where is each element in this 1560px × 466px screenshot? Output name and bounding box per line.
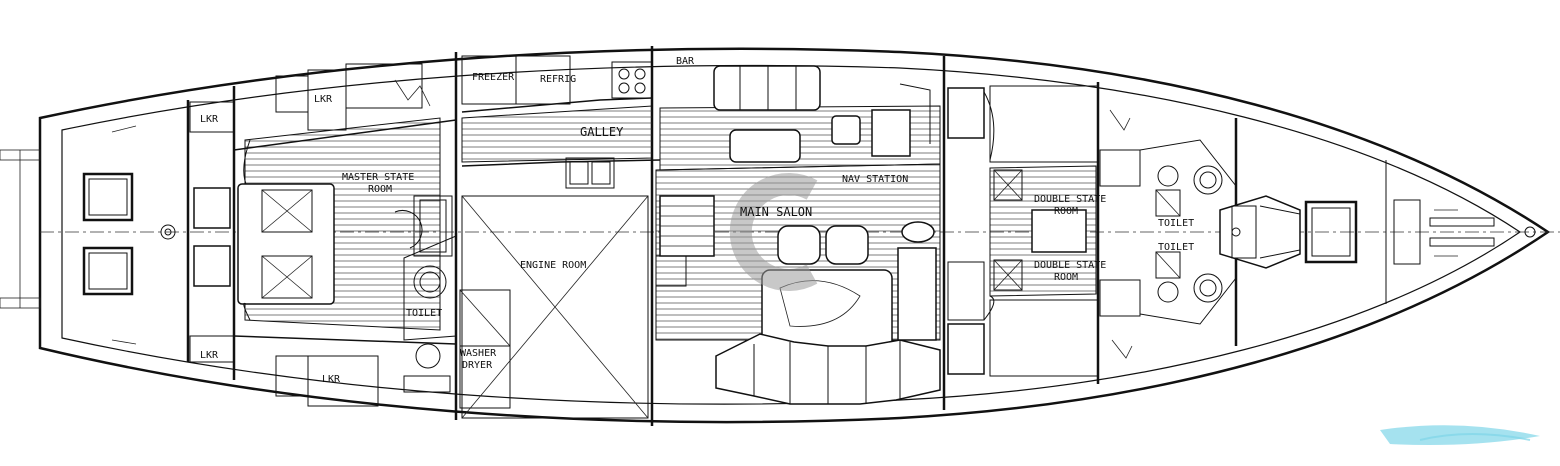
stern-hatches [82, 172, 176, 296]
label-double-state-1: DOUBLE STATE [1034, 194, 1106, 205]
aft-lockers [189, 63, 457, 407]
double-state-rooms [947, 85, 1141, 377]
label-lkr-3: LKR [200, 350, 219, 361]
master-state-room [193, 117, 441, 331]
label-nav-station: NAV STATION [842, 174, 908, 185]
label-double-room-1: ROOM [1054, 206, 1078, 217]
label-galley: GALLEY [580, 125, 624, 139]
brand-logo [1380, 425, 1540, 445]
label-refrig: REFRIG [540, 74, 576, 85]
label-toilet-fwd-2: TOILET [1158, 242, 1194, 253]
stern-platform [0, 149, 41, 309]
deck-arrows [111, 125, 1458, 345]
label-freezer: FREEZER [472, 72, 515, 83]
label-dryer: DRYER [462, 360, 493, 371]
aft-toilet [403, 195, 457, 393]
label-lkr-1: LKR [200, 114, 219, 125]
label-lkr-4: LKR [322, 374, 341, 385]
label-engine-room: ENGINE ROOM [520, 260, 586, 271]
forepeak [1219, 195, 1536, 269]
label-toilet-aft: TOILET [406, 308, 442, 319]
label-master-room: ROOM [368, 184, 392, 195]
engine-room [459, 195, 649, 419]
label-toilet-fwd-1: TOILET [1158, 218, 1194, 229]
label-lkr-2: LKR [314, 94, 333, 105]
main-salon [655, 65, 941, 405]
label-double-room-2: ROOM [1054, 272, 1078, 283]
label-bar: BAR [676, 56, 695, 67]
label-washer: WASHER [460, 348, 497, 359]
label-main-salon: MAIN SALON [740, 205, 812, 219]
watermark-c [729, 173, 818, 291]
label-double-state-2: DOUBLE STATE [1034, 260, 1106, 271]
label-master-state: MASTER STATE [342, 172, 414, 183]
galley [461, 55, 661, 189]
room-labels: LKR LKR LKR LKR FREEZER REFRIG BAR GALLE… [200, 56, 1194, 385]
